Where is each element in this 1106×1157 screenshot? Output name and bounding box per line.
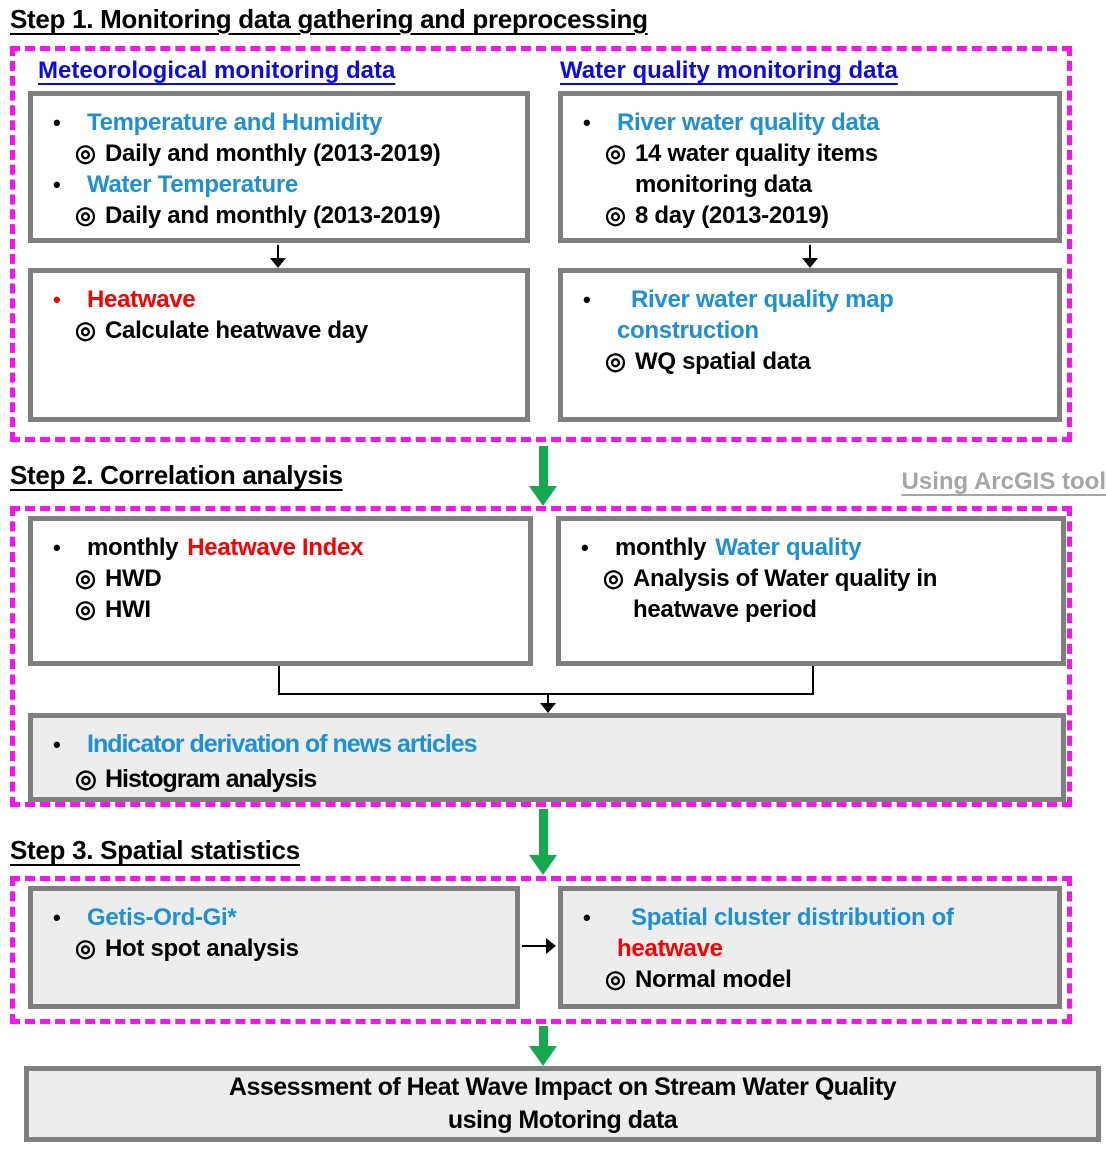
step3-title: Step 3. Spatial statistics: [10, 835, 300, 865]
subitem-label: WQ spatial data: [635, 348, 811, 375]
wq-header: Water quality monitoring data: [560, 57, 898, 84]
bullet-icon: •: [53, 732, 61, 757]
list-item: • Indicator derivation of news articles: [33, 727, 1061, 762]
assessment-line2: using Motoring data: [447, 1106, 678, 1134]
list-subitem: ◎ Daily and monthly (2013-2019): [33, 138, 525, 169]
step1-region-border: [10, 46, 1072, 442]
item-label: Temperature and Humidity: [87, 109, 383, 136]
subitem-label: Histogram analysis: [105, 765, 317, 793]
flow-arrow-icon: [529, 809, 557, 875]
subitem-label: Calculate heatwave day: [105, 317, 368, 344]
sub-bullet-icon: ◎: [75, 202, 96, 229]
subitem-label: 8 day (2013-2019): [635, 202, 829, 229]
assessment-box: Assessment of Heat Wave Impact on Stream…: [24, 1066, 1101, 1142]
subitem-label: Daily and monthly (2013-2019): [105, 140, 441, 167]
list-subitem: ◎ Analysis of Water quality in heatwave …: [561, 563, 1061, 625]
item-label: River water quality data: [617, 109, 880, 136]
arcgis-note: Using ArcGIS tool: [901, 468, 1106, 495]
list-subitem: ◎ HWD: [33, 563, 528, 594]
bullet-icon: •: [53, 110, 61, 135]
item-label: Spatial cluster distribution of heatwave: [617, 904, 954, 962]
sub-bullet-icon: ◎: [75, 565, 96, 592]
subitem-label: Hot spot analysis: [105, 935, 299, 962]
step2-region-border: [10, 506, 1072, 807]
list-subitem: ◎ HWI: [33, 594, 528, 625]
bullet-icon: •: [53, 287, 61, 312]
list-subitem: ◎ Hot spot analysis: [33, 933, 515, 964]
meteo-data-box: • Temperature and Humidity ◎ Daily and m…: [28, 91, 530, 243]
list-item: • River water quality map construction: [563, 284, 1057, 346]
down-arrow-icon: [540, 694, 556, 713]
step1-title: Step 1. Monitoring data gathering and pr…: [10, 4, 648, 34]
list-item: • Getis-Ord-Gi*: [33, 902, 515, 933]
list-subitem: ◎ Histogram analysis: [33, 762, 1061, 797]
list-item: • River water quality data: [563, 107, 1057, 138]
item-label: Getis-Ord-Gi*: [87, 904, 237, 931]
sub-bullet-icon: ◎: [605, 966, 626, 993]
list-subitem: ◎ Daily and monthly (2013-2019): [33, 200, 525, 231]
bullet-icon: •: [53, 172, 61, 197]
list-item: • Heatwave: [33, 284, 525, 315]
subitem-label: Normal model: [635, 966, 792, 993]
list-item: • Temperature and Humidity: [33, 107, 525, 138]
subitem-label: Daily and monthly (2013-2019): [105, 202, 441, 229]
list-subitem: ◎ Calculate heatwave day: [33, 315, 525, 346]
sub-bullet-icon: ◎: [75, 140, 96, 167]
wq-data-box: • River water quality data ◎ 14 water qu…: [558, 91, 1062, 243]
bullet-icon: •: [581, 535, 589, 560]
item-label: Indicator derivation of news articles: [87, 730, 478, 758]
indicator-box: • Indicator derivation of news articles …: [28, 713, 1066, 802]
connector-line: [278, 693, 814, 695]
step3-region-border: [10, 876, 1072, 1024]
list-item: • Spatial cluster distribution of heatwa…: [563, 902, 1057, 964]
list-subitem: ◎ 14 water quality items monitoring data: [563, 138, 1057, 200]
heatwave-box: • Heatwave ◎ Calculate heatwave day: [28, 268, 530, 422]
sub-bullet-icon: ◎: [603, 565, 624, 592]
wq-map-box: • River water quality map construction ◎…: [558, 268, 1062, 422]
sub-bullet-icon: ◎: [75, 596, 96, 623]
sub-bullet-icon: ◎: [605, 140, 626, 167]
sub-bullet-icon: ◎: [75, 765, 97, 793]
subitem-label: HWI: [105, 596, 151, 623]
bullet-icon: •: [583, 905, 591, 930]
connector-line: [278, 666, 280, 694]
assessment-line1: Assessment of Heat Wave Impact on Stream…: [228, 1073, 897, 1101]
right-arrow-icon: [522, 938, 556, 954]
bullet-icon: •: [583, 110, 591, 135]
flow-arrow-icon: [529, 1026, 557, 1066]
spatial-cluster-box: • Spatial cluster distribution of heatwa…: [558, 886, 1062, 1009]
list-subitem: ◎ 8 day (2013-2019): [563, 200, 1057, 231]
step2-title: Step 2. Correlation analysis: [10, 460, 343, 490]
subitem-label: 14 water quality items monitoring data: [635, 140, 878, 198]
item-label: Heatwave: [87, 286, 196, 313]
item-label: River water quality map construction: [617, 286, 894, 344]
down-arrow-icon: [270, 245, 286, 268]
bullet-icon: •: [53, 905, 61, 930]
sub-bullet-icon: ◎: [605, 202, 626, 229]
bullet-icon: •: [583, 287, 591, 312]
sub-bullet-icon: ◎: [605, 348, 626, 375]
list-subitem: ◎ Normal model: [563, 964, 1057, 995]
meteo-header: Meteorological monitoring data: [38, 57, 396, 84]
getis-box: • Getis-Ord-Gi* ◎ Hot spot analysis: [28, 886, 520, 1009]
subitem-label: Analysis of Water quality in heatwave pe…: [633, 565, 938, 623]
sub-bullet-icon: ◎: [75, 935, 96, 962]
bullet-icon: •: [53, 535, 61, 560]
subitem-label: HWD: [105, 565, 162, 592]
sub-bullet-icon: ◎: [75, 317, 96, 344]
down-arrow-icon: [802, 245, 818, 268]
connector-line: [812, 666, 814, 694]
list-item: • Water Temperature: [33, 169, 525, 200]
item-label: Water Temperature: [87, 171, 298, 198]
flow-arrow-icon: [529, 446, 557, 506]
list-subitem: ◎ WQ spatial data: [563, 346, 1057, 377]
